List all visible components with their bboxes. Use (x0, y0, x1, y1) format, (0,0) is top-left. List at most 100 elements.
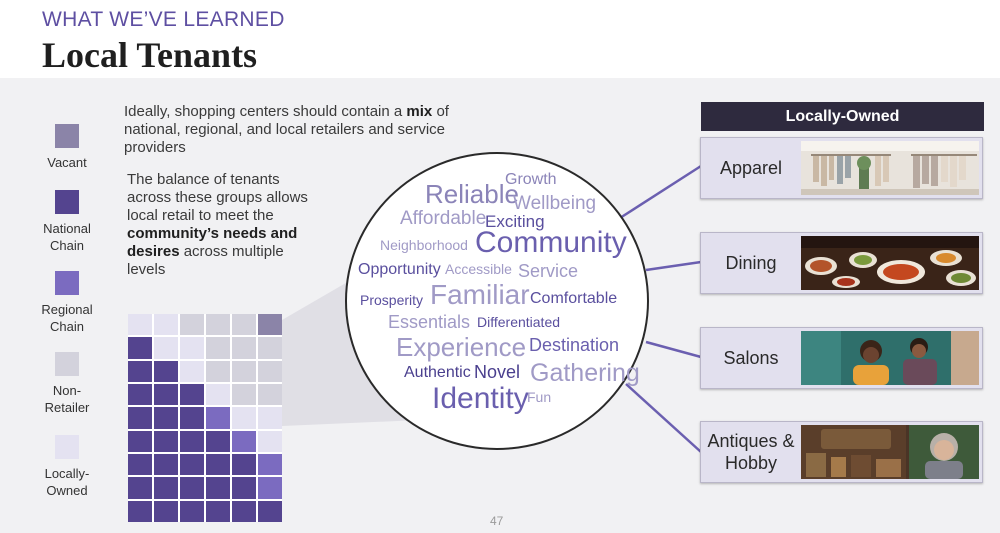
grid-cell-national-chain (154, 430, 178, 452)
word-essentials: Essentials (388, 312, 471, 332)
legend-label: Non-Retailer (44, 383, 90, 415)
page-number: 47 (490, 514, 504, 528)
grid-cell-non-retailer (180, 314, 204, 336)
grid-cell-national-chain (128, 454, 152, 476)
grid-cell-vacant (258, 314, 282, 336)
salon-stylist-photo (801, 331, 979, 385)
word-familiar: Familiar (430, 279, 530, 310)
clothing-boutique-photo (801, 141, 979, 195)
grid-cell-non-retailer (258, 360, 282, 382)
section-kicker: WHAT WE’VE LEARNED (42, 8, 285, 31)
grid-cell-national-chain (180, 430, 204, 452)
category-label: Salons (723, 348, 779, 368)
page-title: Local Tenants (42, 35, 258, 75)
grid-cell-national-chain (206, 477, 230, 499)
word-reliable: Reliable (425, 179, 519, 209)
word-neighborhood: Neighborhood (380, 237, 468, 253)
word-novel: Novel (474, 362, 521, 382)
dining-table-photo (801, 236, 979, 290)
grid-cell-national-chain (128, 384, 152, 406)
grid-cell-locally-owned (154, 337, 178, 359)
grid-cell-non-retailer (232, 384, 256, 406)
word-comfortable: Comfortable (530, 290, 618, 307)
grid-cell-non-retailer (232, 314, 256, 336)
balance-text-a: The balance of tenants across these grou… (127, 171, 308, 224)
grid-cell-national-chain (128, 500, 152, 522)
legend-item-regional-chain: Regional Chain (27, 271, 107, 335)
category-tile-salons: Salons (700, 327, 983, 389)
legend-item-national-chain: National Chain (27, 190, 107, 254)
category-tile-antiques: Antiques & Hobby (700, 421, 983, 483)
grid-cell-national-chain (154, 454, 178, 476)
grid-cell-national-chain (180, 384, 204, 406)
grid-cell-national-chain (180, 477, 204, 499)
word-gathering: Gathering (530, 359, 640, 387)
legend-label: Locally-Owned (44, 466, 90, 498)
legend-item-locally-owned: Locally-Owned (27, 435, 107, 499)
legend-swatch (55, 435, 79, 459)
legend-label: Regional Chain (41, 302, 93, 334)
category-tile-dining: Dining (700, 232, 983, 294)
legend-swatch (55, 271, 79, 295)
grid-cell-regional-chain (232, 430, 256, 452)
word-fun: Fun (527, 389, 552, 405)
word-service: Service (518, 261, 579, 281)
grid-cell-national-chain (128, 407, 152, 429)
grid-cell-locally-owned (258, 407, 282, 429)
balance-text-b: across multiple levels (127, 243, 284, 278)
word-destination: Destination (529, 335, 620, 355)
grid-cell-regional-chain (258, 477, 282, 499)
word-cloud-circle (345, 152, 649, 450)
grid-cell-national-chain (180, 454, 204, 476)
category-label: Antiques & Hobby (707, 431, 795, 473)
antiques-shop-photo (801, 425, 979, 479)
grid-cell-non-retailer (232, 337, 256, 359)
grid-cell-national-chain (128, 360, 152, 382)
legend-label: National Chain (43, 221, 91, 253)
grid-cell-national-chain (128, 337, 152, 359)
grid-cell-national-chain (128, 477, 152, 499)
grid-cell-locally-owned (128, 314, 152, 336)
connector-antiques (625, 383, 702, 453)
grid-cell-national-chain (232, 454, 256, 476)
intro-paragraph: Ideally, shopping centers should contain… (124, 103, 464, 157)
word-exciting: Exciting (485, 212, 545, 231)
legend-label: Vacant (47, 155, 87, 170)
grid-cell-national-chain (206, 430, 230, 452)
word-growth: Growth (505, 171, 557, 188)
balance-paragraph: The balance of tenants across these grou… (127, 171, 317, 279)
grid-cell-non-retailer (258, 337, 282, 359)
word-wellbeing: Wellbeing (513, 193, 597, 214)
legend-item-vacant: Vacant (27, 124, 107, 171)
word-opportunity: Opportunity (358, 261, 441, 278)
grid-cell-national-chain (206, 454, 230, 476)
grid-cell-national-chain (154, 407, 178, 429)
intro-text-b: of national, regional, and local retaile… (124, 103, 449, 156)
word-prosperity: Prosperity (360, 292, 424, 308)
word-affordable: Affordable (400, 208, 487, 229)
category-label: Apparel (719, 158, 783, 178)
grid-cell-regional-chain (206, 407, 230, 429)
connector-apparel (619, 164, 702, 220)
grid-cell-national-chain (180, 500, 204, 522)
grid-cell-non-retailer (206, 314, 230, 336)
intro-text-bold: mix (406, 103, 433, 120)
word-authentic: Authentic (404, 364, 471, 381)
category-label: Dining (725, 253, 777, 273)
grid-cell-non-retailer (232, 360, 256, 382)
grid-cell-national-chain (206, 500, 230, 522)
word-community: Community (475, 226, 627, 259)
locally-owned-header: Locally-Owned (701, 102, 984, 131)
grid-cell-non-retailer (206, 337, 230, 359)
legend-swatch (55, 190, 79, 214)
grid-cell-regional-chain (258, 454, 282, 476)
word-differentiated: Differentiated (477, 314, 561, 330)
category-tile-apparel: Apparel (700, 137, 983, 199)
grid-cell-national-chain (180, 407, 204, 429)
balance-text-bold: community’s needs and desires (127, 225, 298, 260)
grid-cell-non-retailer (258, 384, 282, 406)
legend-swatch (55, 352, 79, 376)
legend-swatch (55, 124, 79, 148)
intro-text-a: Ideally, shopping centers should contain… (124, 103, 407, 120)
word-accessible: Accessible (445, 261, 512, 277)
